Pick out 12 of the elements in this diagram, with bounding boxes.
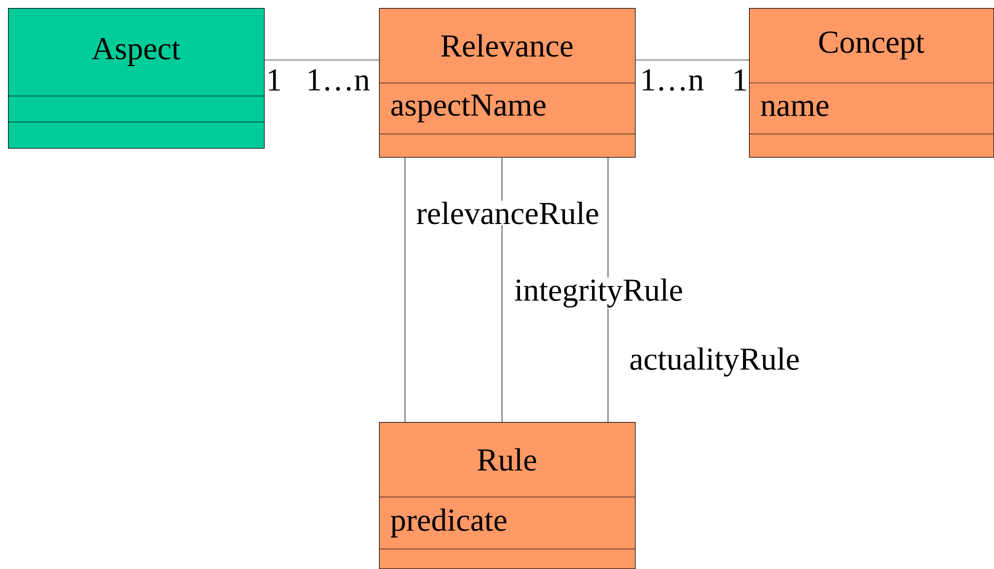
- multiplicity-label: 1…n: [642, 69, 704, 91]
- class-box: Relevance aspectName: [378, 8, 636, 158]
- edge-label: actualityRule: [628, 346, 801, 378]
- multiplicity-label: 1…n: [308, 69, 370, 91]
- multiplicity-label: 1: [734, 69, 746, 91]
- association-line: [404, 157, 406, 422]
- class-box: Aspect: [8, 8, 265, 149]
- class-box: Rule predicate: [378, 422, 636, 569]
- class-box: Concept name: [748, 8, 994, 158]
- multiplicity-label: 1: [268, 69, 280, 91]
- edge-label: integrityRule: [513, 277, 684, 309]
- edge-label: relevanceRule: [415, 200, 600, 226]
